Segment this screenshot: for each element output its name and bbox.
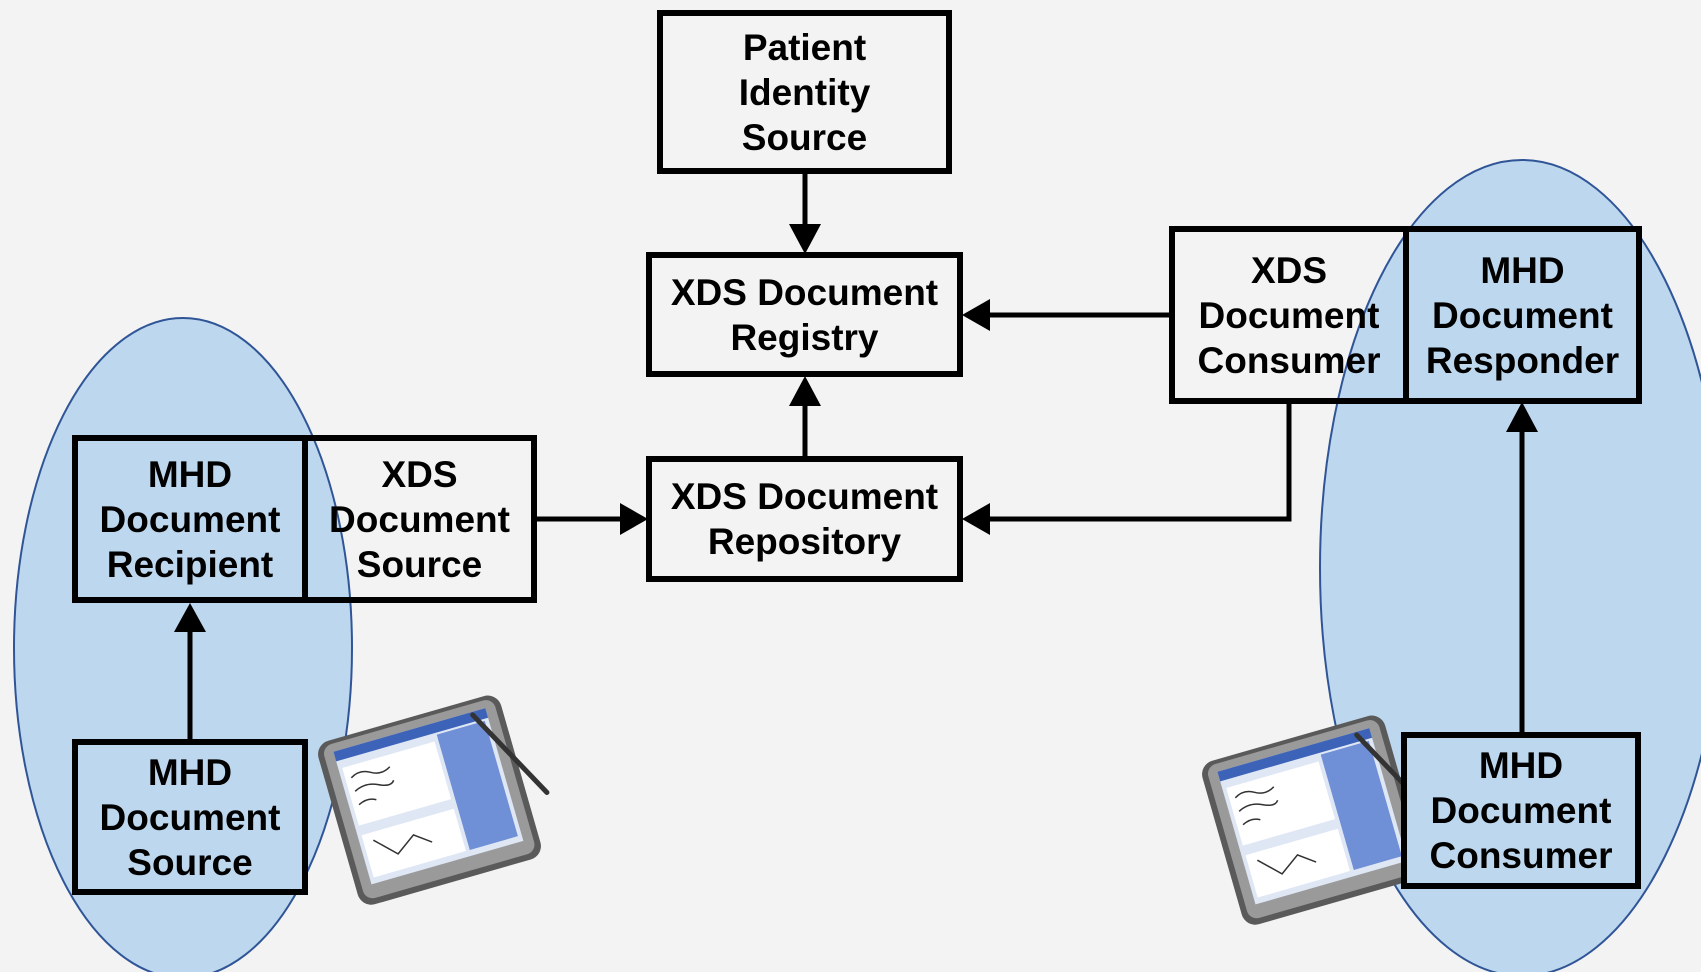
mhd-document-responder-box: MHD Document Responder [1403,226,1642,404]
xds-document-consumer-box: XDS Document Consumer [1169,226,1409,404]
arrowhead-registry-top [789,224,821,254]
patient-identity-source-box: Patient Identity Source [657,10,952,174]
arrowhead-registry-right [962,299,990,331]
arrowhead-responder-bottom [1506,402,1538,432]
xds-document-registry-box: XDS Document Registry [646,252,963,377]
mhd-document-consumer-box: MHD Document Consumer [1401,732,1641,889]
mhd-document-recipient-box: MHD Document Recipient [72,435,308,603]
xds-document-source-box: XDS Document Source [302,435,537,603]
arrowhead-repository-left [620,503,648,535]
arrowhead-registry-bottom [789,376,821,406]
tablet-icon [318,695,550,905]
mhd-document-source-box: MHD Document Source [72,739,308,895]
arrowhead-repository-right [962,503,990,535]
xds-document-repository-box: XDS Document Repository [646,456,963,582]
arrowhead-recipient-bottom [174,603,206,632]
arrow-consumer-to-repository [990,402,1292,522]
tablet-icon [1202,715,1434,925]
